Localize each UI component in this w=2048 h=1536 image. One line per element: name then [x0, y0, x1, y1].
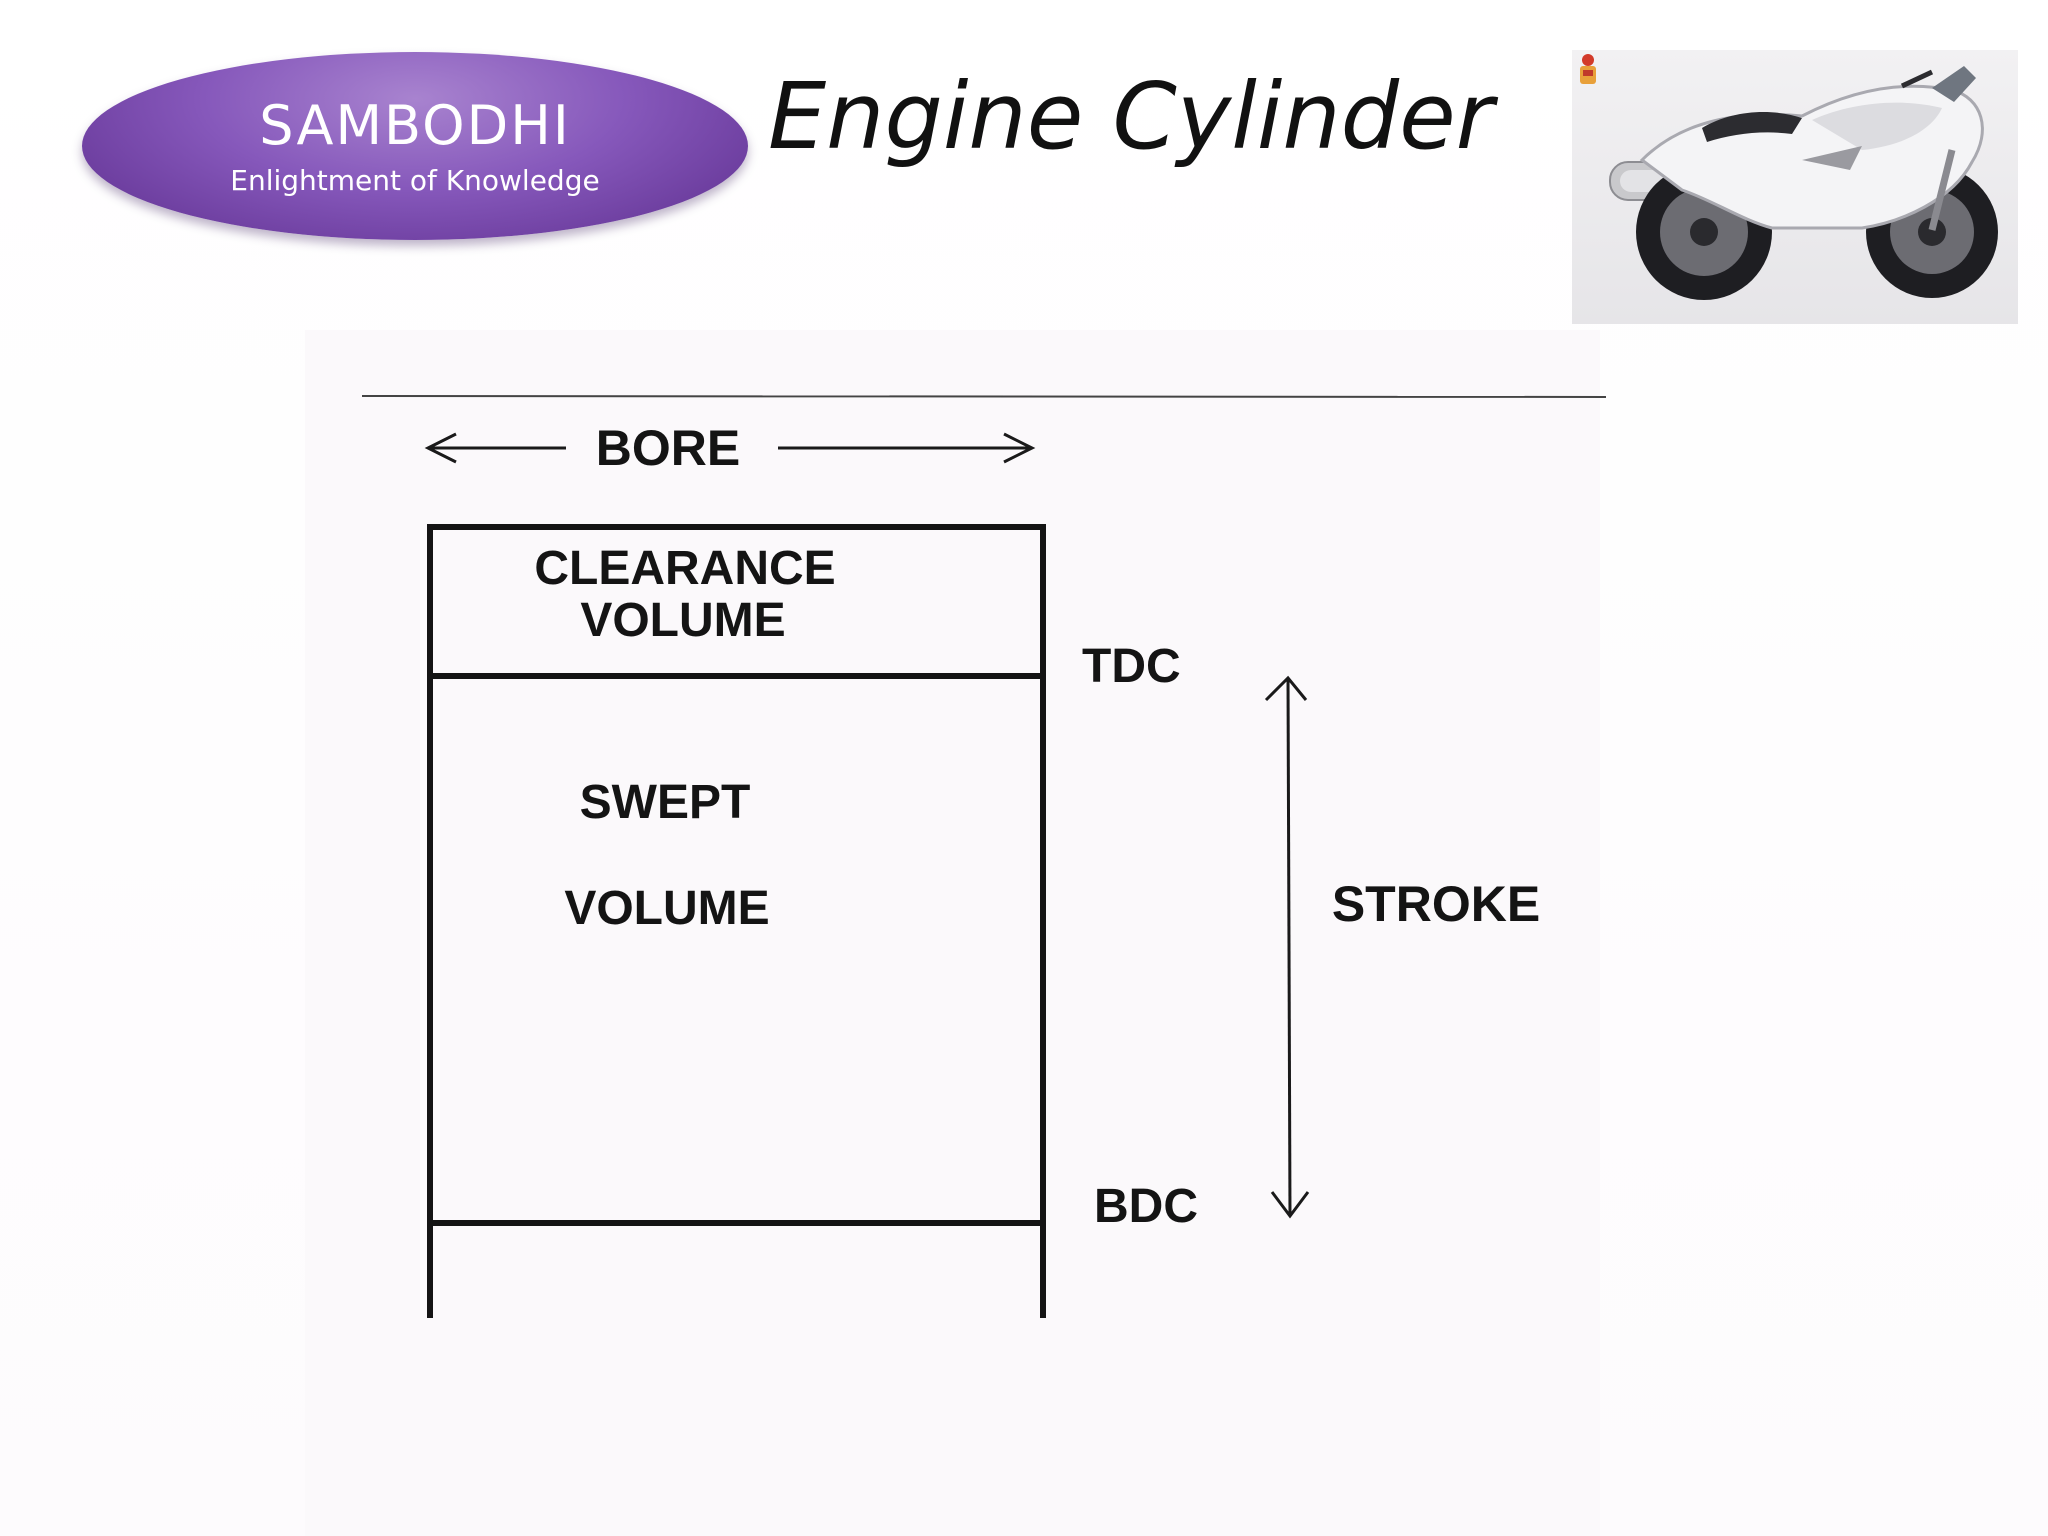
- badge-icon: [1580, 54, 1596, 84]
- diagram-backdrop: [305, 330, 1600, 1536]
- stroke-arrow: [1264, 675, 1310, 1219]
- motorcycle-photo: [1572, 50, 2018, 324]
- slide-title: Engine Cylinder: [768, 63, 1494, 170]
- tdc-label: TDC: [1082, 640, 1181, 693]
- sambodhi-logo: SAMBODHI Enlightment of Knowledge: [82, 52, 748, 240]
- cylinder-outline: [427, 524, 1046, 1318]
- swept-volume-label-line2: VOLUME: [564, 882, 769, 935]
- bore-arrow: [424, 432, 1036, 464]
- logo-name: SAMBODHI: [259, 94, 571, 157]
- swept-volume-label-line1: SWEPT: [580, 776, 751, 829]
- top-rule: [361, 395, 1607, 398]
- clearance-volume-label-line1: CLEARANCE: [534, 542, 835, 595]
- bdc-label: BDC: [1094, 1180, 1198, 1233]
- stroke-label: STROKE: [1332, 876, 1540, 932]
- motorcycle-illustration: [1580, 54, 1998, 300]
- bore-label: BORE: [596, 420, 740, 476]
- logo-tagline: Enlightment of Knowledge: [230, 164, 600, 197]
- clearance-volume-label-line2: VOLUME: [580, 594, 785, 647]
